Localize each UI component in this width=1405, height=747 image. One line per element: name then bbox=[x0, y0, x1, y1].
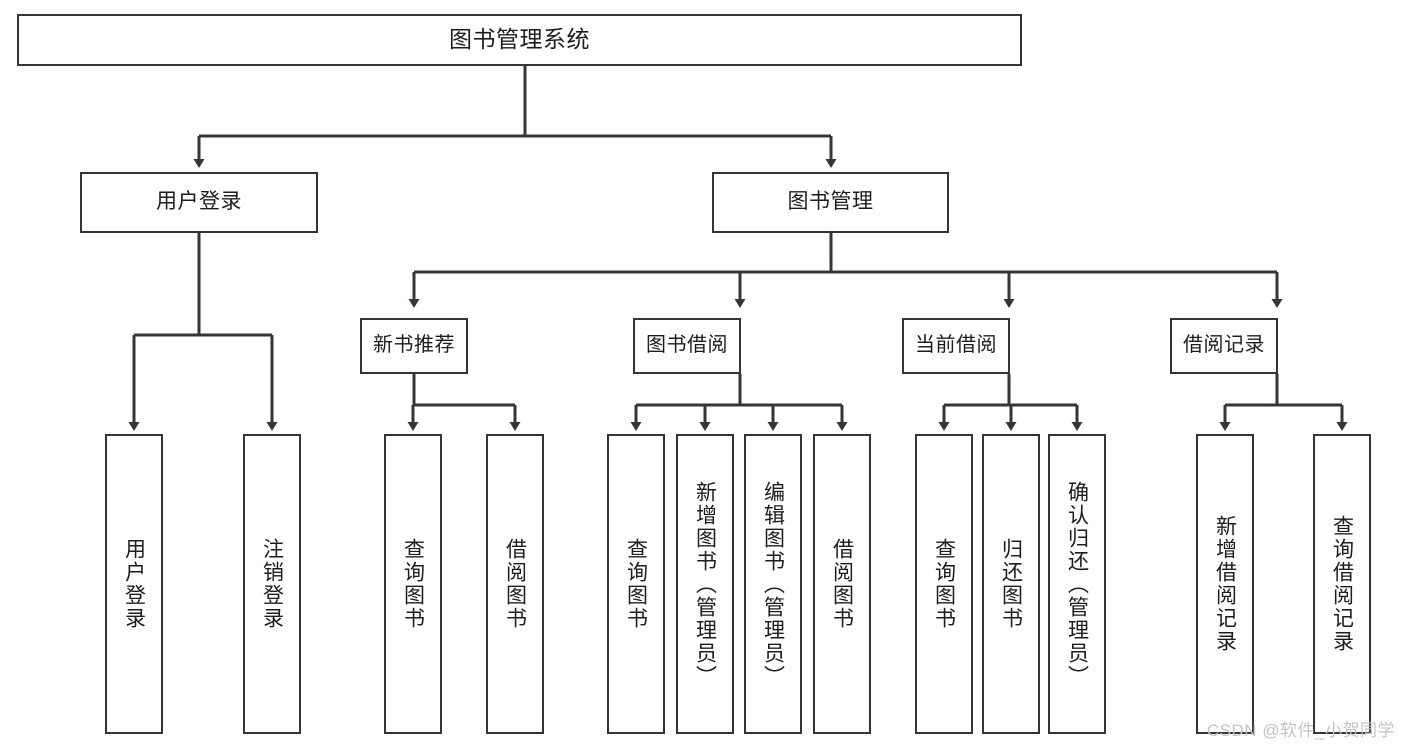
node-label: 借阅记录 bbox=[1183, 334, 1265, 357]
leaf-book-borrow-borrow-book[interactable]: 借阅图书 bbox=[813, 434, 871, 734]
leaf-current-borrow-query-book[interactable]: 查询图书 bbox=[915, 434, 973, 734]
leaf-user-login-login[interactable]: 用户登录 bbox=[105, 434, 163, 734]
node-label: 查询图书 bbox=[401, 538, 425, 630]
node-label: 借阅图书 bbox=[503, 538, 527, 630]
node-label: 确认归还（管理员） bbox=[1065, 480, 1089, 688]
leaf-current-borrow-confirm-return-admin[interactable]: 确认归还（管理员） bbox=[1048, 434, 1106, 734]
node-book-management[interactable]: 图书管理 bbox=[712, 172, 949, 233]
node-label: 编辑图书（管理员） bbox=[761, 480, 785, 688]
node-new-book-recommend[interactable]: 新书推荐 bbox=[360, 318, 468, 374]
node-root-system[interactable]: 图书管理系统 bbox=[17, 14, 1022, 66]
node-book-borrow[interactable]: 图书借阅 bbox=[633, 318, 741, 374]
leaf-user-login-logout[interactable]: 注销登录 bbox=[243, 434, 301, 734]
leaf-borrow-record-query-record[interactable]: 查询借阅记录 bbox=[1313, 434, 1371, 734]
node-label: 图书管理 bbox=[787, 190, 874, 214]
node-label: 借阅图书 bbox=[830, 538, 854, 630]
leaf-new-book-borrow-book[interactable]: 借阅图书 bbox=[486, 434, 544, 734]
node-label: 用户登录 bbox=[122, 538, 146, 630]
node-label: 图书借阅 bbox=[646, 334, 728, 357]
watermark: CSDN @软件_小贺同学 bbox=[1206, 721, 1395, 740]
leaf-borrow-record-add-record[interactable]: 新增借阅记录 bbox=[1196, 434, 1254, 734]
node-label: 注销登录 bbox=[260, 538, 284, 630]
node-label: 归还图书 bbox=[999, 538, 1023, 630]
node-label: 查询图书 bbox=[932, 538, 956, 630]
node-label: 新增图书（管理员） bbox=[693, 480, 717, 688]
node-label: 查询图书 bbox=[624, 538, 648, 630]
leaf-current-borrow-return-book[interactable]: 归还图书 bbox=[982, 434, 1040, 734]
node-label: 新书推荐 bbox=[373, 334, 455, 357]
node-borrow-record[interactable]: 借阅记录 bbox=[1170, 318, 1278, 374]
node-label: 当前借阅 bbox=[915, 334, 997, 357]
leaf-book-borrow-edit-book-admin[interactable]: 编辑图书（管理员） bbox=[744, 434, 802, 734]
node-user-login[interactable]: 用户登录 bbox=[80, 172, 318, 233]
leaf-book-borrow-query-book[interactable]: 查询图书 bbox=[607, 434, 665, 734]
node-label: 用户登录 bbox=[156, 190, 242, 214]
leaf-new-book-query-book[interactable]: 查询图书 bbox=[384, 434, 442, 734]
leaf-book-borrow-add-book-admin[interactable]: 新增图书（管理员） bbox=[676, 434, 734, 734]
node-label: 图书管理系统 bbox=[449, 26, 590, 53]
node-current-borrow[interactable]: 当前借阅 bbox=[902, 318, 1010, 374]
node-label: 新增借阅记录 bbox=[1213, 515, 1237, 653]
node-label: 查询借阅记录 bbox=[1330, 515, 1354, 653]
